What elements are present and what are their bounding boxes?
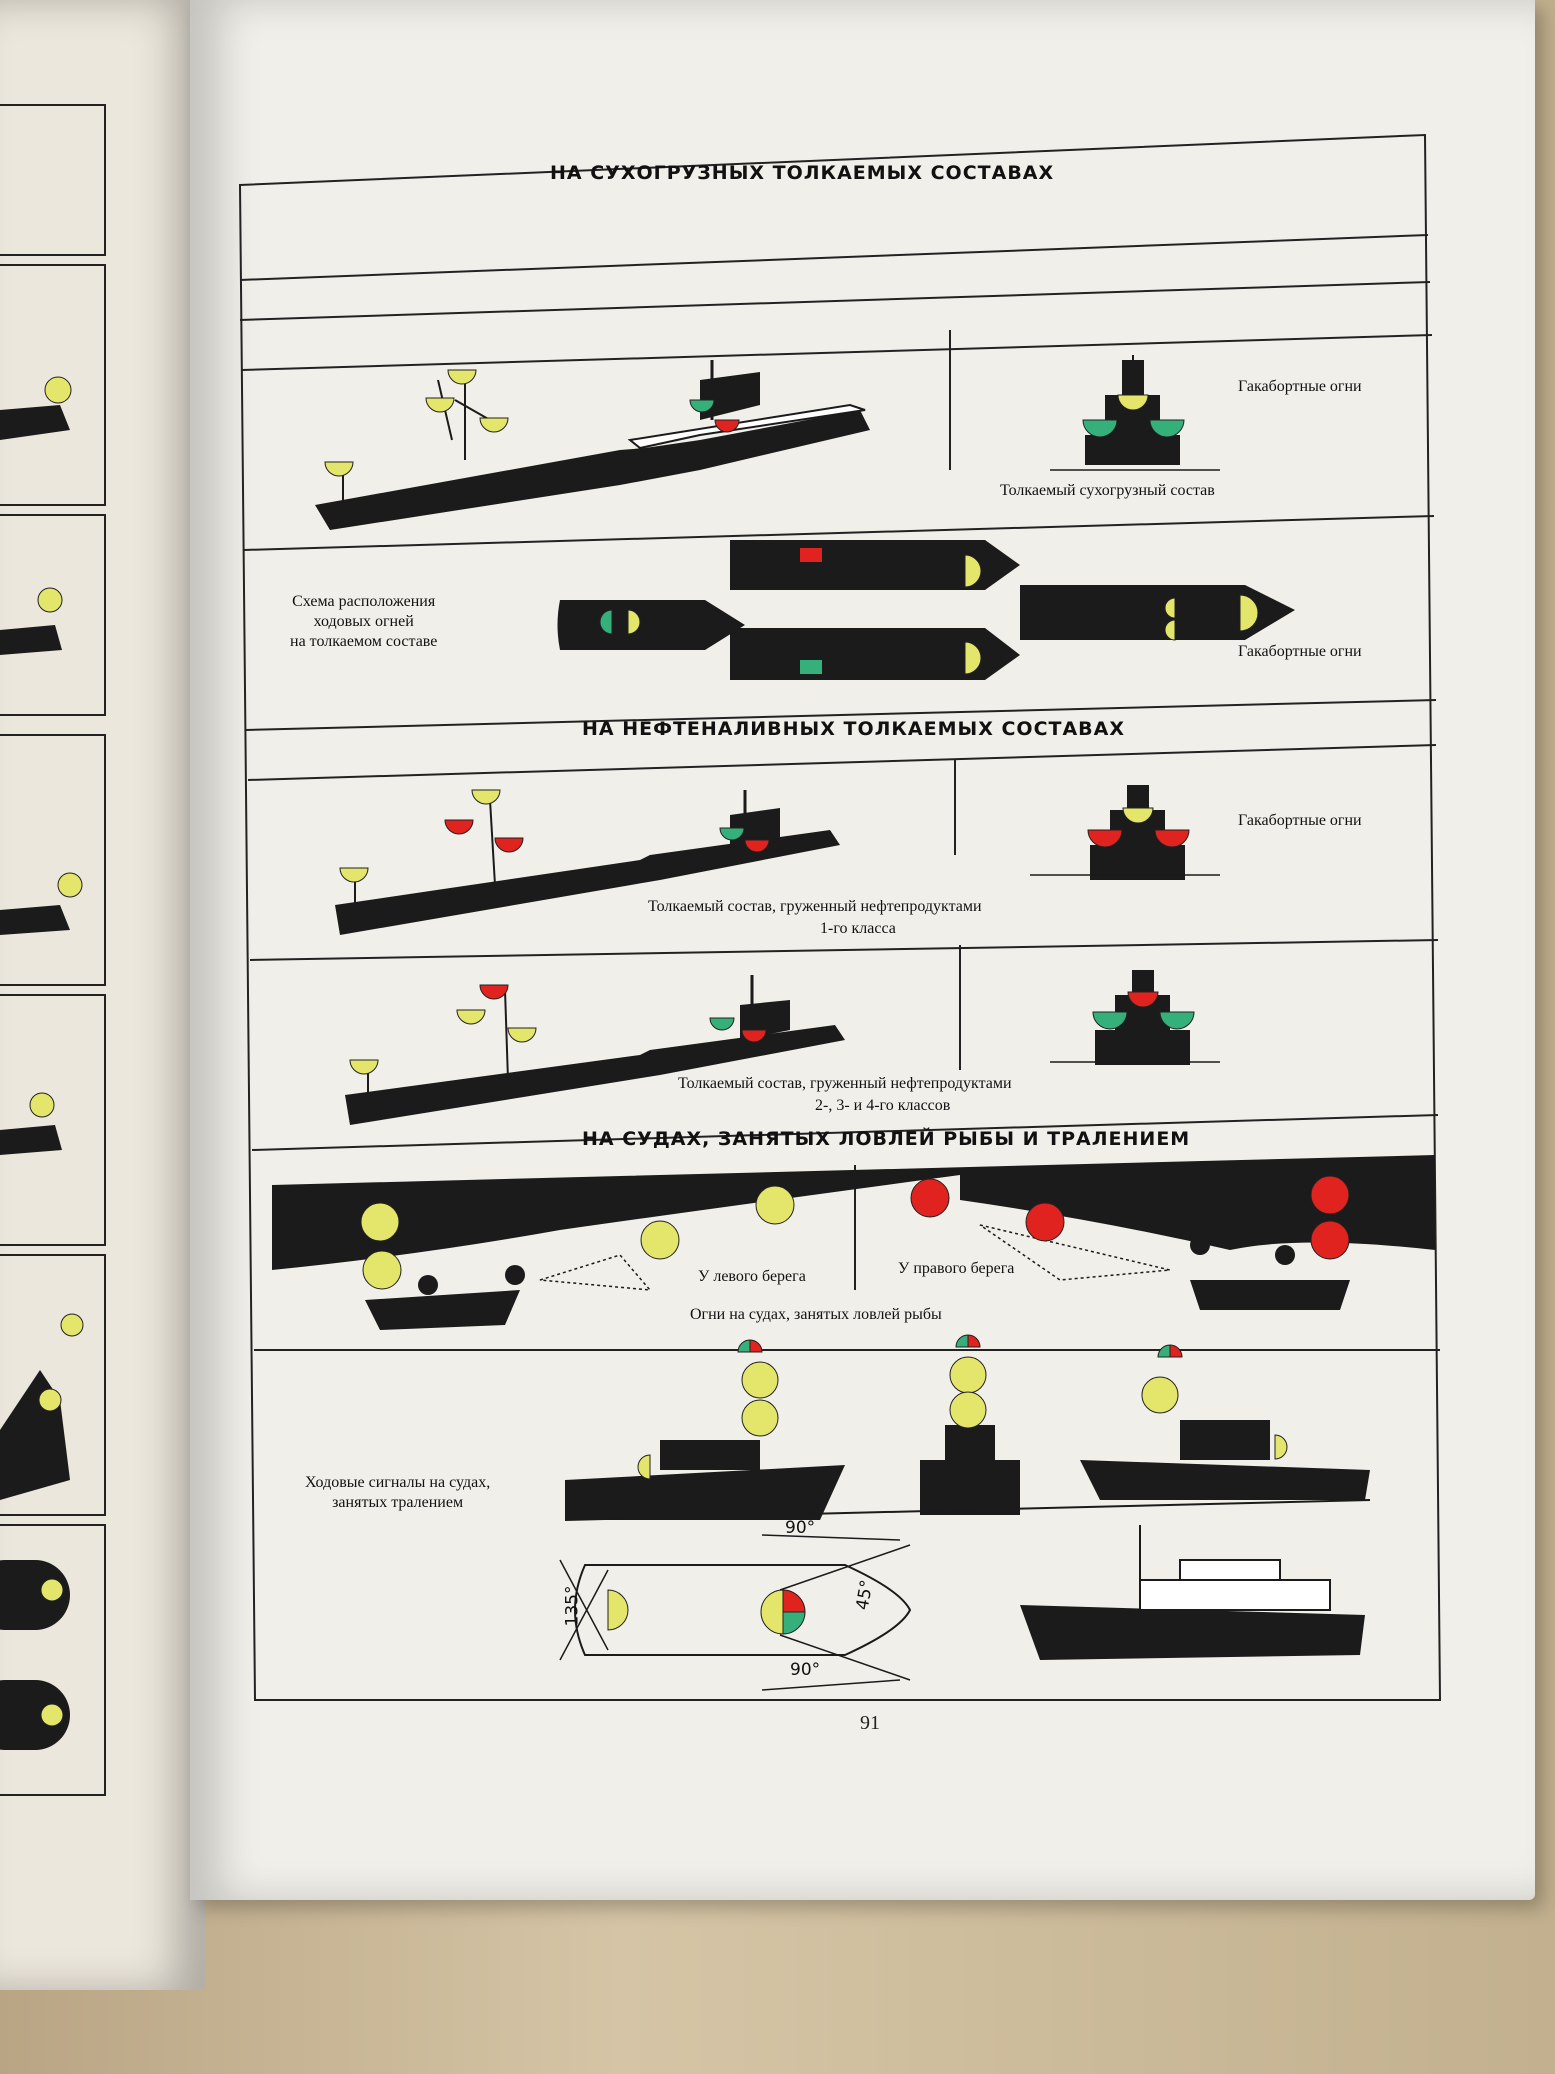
page-number: 91 <box>860 1712 880 1734</box>
section1-title: НА СУХОГРУЗНЫХ ТОЛКАЕМЫХ СОСТАВАХ <box>550 162 1055 184</box>
scheme-stern-lights-label: Гакабортные огни <box>1238 643 1362 660</box>
table-frame <box>238 133 1442 1701</box>
scheme-caption-line1: Схема расположения <box>292 593 436 610</box>
oil-class1-caption-line2: 1-го класса <box>820 920 896 937</box>
oil-class1-caption-line1: Толкаемый состав, груженный нефтепродукт… <box>648 898 982 915</box>
fishing-night-scene <box>272 1155 1435 1330</box>
trawler-ships <box>564 1334 1371 1521</box>
scheme-caption-line2: ходовых огней <box>313 613 414 630</box>
angle-90-top-label: 90° <box>785 1518 816 1538</box>
section3-title: НА СУДАХ, ЗАНЯТЫХ ЛОВЛЕЙ РЫБЫ И ТРАЛЕНИЕ… <box>582 1128 1191 1150</box>
right-bank-label: У правого берега <box>898 1260 1015 1277</box>
dry-cargo-lights <box>324 369 740 477</box>
angle-135-label: 135° <box>562 1585 583 1627</box>
oil-class234-caption-line2: 2-, 3- и 4-го классов <box>815 1097 951 1114</box>
passenger-ship-illustration <box>1020 1525 1365 1660</box>
convoy-light-scheme <box>557 540 1295 680</box>
oil-convoy-class1-illustration <box>335 789 840 935</box>
oil-convoy-class234-illustration <box>345 975 845 1125</box>
trawl-caption: Ходовые сигналы на судах, занятых трален… <box>305 1473 490 1513</box>
oil-class234-stern-view <box>1050 970 1220 1065</box>
dry-cargo-convoy-illustration <box>315 360 870 530</box>
oil-class1-stern-view <box>1030 785 1220 880</box>
section2-title: НА НЕФТЕНАЛИВНЫХ ТОЛКАЕМЫХ СОСТАВАХ <box>582 718 1126 740</box>
section2-stern-lights-label: Гакабортные огни <box>1238 812 1362 829</box>
left-bank-label: У левого берега <box>698 1268 806 1285</box>
oil-class234-caption-line1: Толкаемый состав, груженный нефтепродукт… <box>678 1075 1012 1092</box>
light-angle-diagram <box>559 1534 912 1691</box>
angle-90-bottom-label: 90° <box>790 1660 821 1680</box>
left-page-panels <box>0 104 106 1796</box>
fishing-caption: Огни на судах, занятых ловлей рыбы <box>690 1306 942 1323</box>
scheme-caption-line3: на толкаемом составе <box>290 633 438 650</box>
dry-cargo-stern-view <box>1050 355 1220 471</box>
trawl-caption-line2: занятых тралением <box>332 1494 464 1511</box>
trawl-caption-line1: Ходовые сигналы на судах, <box>305 1474 491 1491</box>
section1-stern-lights-label: Гакабортные огни <box>1238 378 1362 395</box>
section1-caption: Толкаемый сухогрузный состав <box>1000 482 1215 499</box>
scheme-caption: Схема расположения ходовых огней на толк… <box>290 592 437 652</box>
